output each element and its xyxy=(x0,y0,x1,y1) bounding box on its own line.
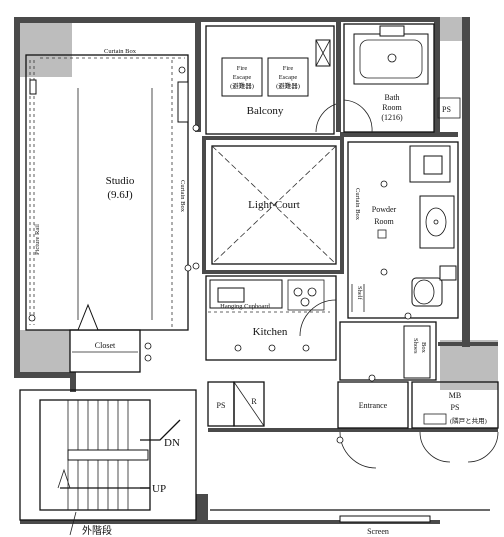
ps-right-label: PS xyxy=(442,105,451,114)
fire-escape-1-line1: Fire xyxy=(237,65,248,72)
fire-escape-2-line2: Escape xyxy=(279,74,298,81)
balcony: Fire Escape (避難器) Fire Escape (避難器) Balc… xyxy=(192,25,337,135)
studio-room: Studio (9.6J) Curtain Box Curtain Box Pi… xyxy=(25,48,192,331)
closet: Closet xyxy=(69,329,152,373)
structural-walls xyxy=(14,17,498,524)
light-court: Light Court xyxy=(192,136,344,274)
shelf-label: Shelf xyxy=(356,286,363,301)
powder-room: Powder Room Curtain Box Shelf xyxy=(347,141,459,319)
mb-note: (隣戸と共用) xyxy=(450,416,487,425)
bath-size: (1216) xyxy=(381,113,403,122)
outer-stairs: DN UP 外階段 xyxy=(19,389,197,537)
kitchen-label: Kitchen xyxy=(253,326,288,338)
kitchen: Hanging Cupboard Kitchen xyxy=(205,275,337,361)
balcony-label: Balcony xyxy=(247,105,284,117)
light-court-label: Light Court xyxy=(248,199,300,211)
up-label: UP xyxy=(152,483,166,495)
entrance-area: Shoes Box Entrance xyxy=(336,312,437,469)
shoes-label: Shoes xyxy=(412,338,419,354)
powder-label-line2: Room xyxy=(374,217,394,226)
bath-room: Bath Room (1216) PS xyxy=(343,23,461,133)
fire-escape-2-line1: Fire xyxy=(283,65,294,72)
ps-kitchen-label: PS xyxy=(217,401,226,410)
bath-label-line1: Bath xyxy=(384,93,399,102)
screen-label: Screen xyxy=(367,527,389,536)
shoes-sub-label: Box xyxy=(420,342,427,354)
powder-label-line1: Powder xyxy=(372,205,397,214)
kitchen-ps: PS R xyxy=(207,381,265,427)
curtain-box-top-label: Curtain Box xyxy=(104,48,137,55)
fire-escape-2-line3: (避難器) xyxy=(276,81,300,90)
mb-ps-label: PS xyxy=(451,403,460,412)
outer-stair-label: 外階段 xyxy=(82,524,112,537)
dn-label: DN xyxy=(164,437,180,449)
r-label: R xyxy=(251,397,257,406)
picture-rail-label: Picture Rail xyxy=(34,224,41,255)
curtain-box-powder-label: Curtain Box xyxy=(354,188,361,221)
entrance-label: Entrance xyxy=(359,401,388,410)
stair-treads xyxy=(67,400,149,510)
studio-label: Studio xyxy=(106,175,135,187)
meter-box: MB PS (隣戸と共用) xyxy=(411,381,499,463)
fire-escape-1-line3: (避難器) xyxy=(230,81,254,90)
closet-label: Closet xyxy=(95,341,116,350)
bath-label-line2: Room xyxy=(382,103,402,112)
curtain-box-side-label: Curtain Box xyxy=(179,180,186,213)
studio-size: (9.6J) xyxy=(107,189,133,201)
mb-label: MB xyxy=(449,391,461,400)
hanging-cupboard-label: Hanging Cupboard xyxy=(220,303,270,310)
fire-escape-1-line2: Escape xyxy=(233,74,252,81)
screen: Screen xyxy=(210,509,490,536)
